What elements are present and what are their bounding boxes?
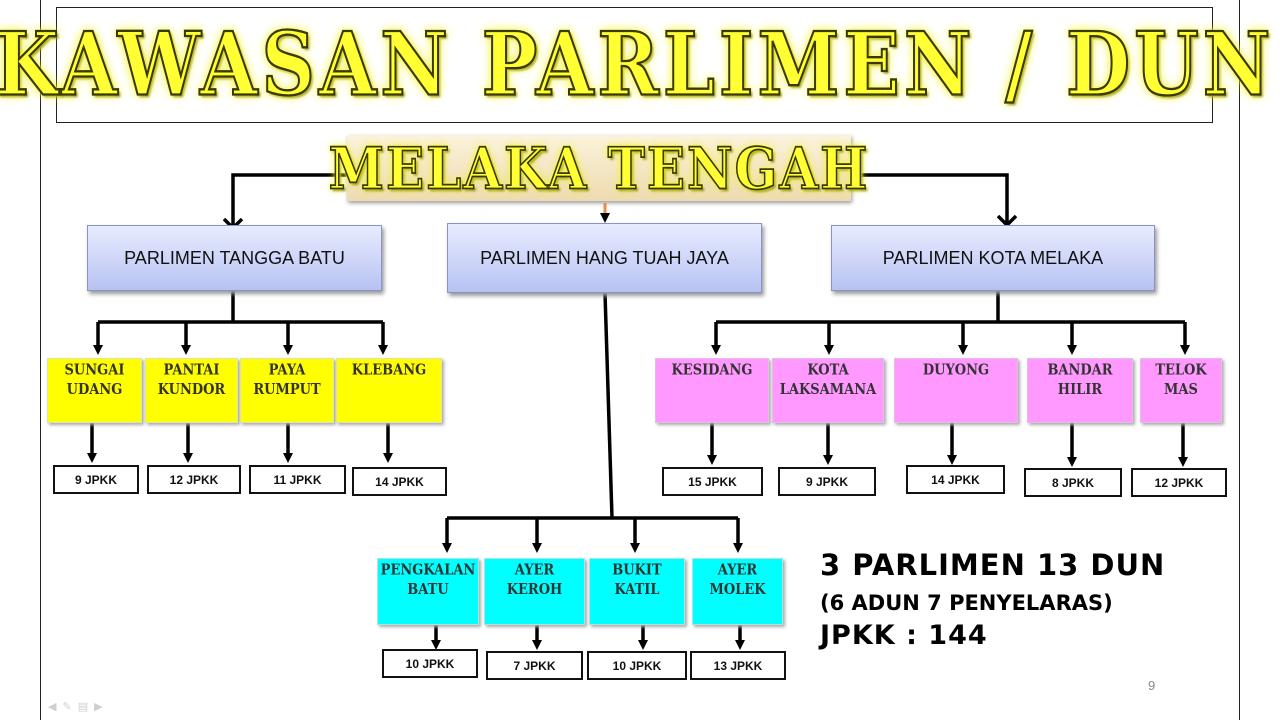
parliament-label: PARLIMEN HANG TUAH JAYA	[480, 248, 729, 268]
dun-label: AYER MOLEK	[709, 561, 766, 599]
dun-ayer-keroh: AYER KEROH	[484, 558, 585, 625]
dun-label: SUNGAI UDANG	[64, 361, 125, 399]
next-arrow-icon[interactable]: ▶	[94, 700, 103, 713]
jpkk-count: 8 JPKK	[1024, 468, 1122, 497]
dun-label: BANDAR HILIR	[1047, 361, 1113, 399]
page-number: 9	[1148, 678, 1156, 693]
page-title: KAWASAN PARLIMEN / DUN	[0, 13, 1275, 117]
summary-parliament-dun: 3 PARLIMEN 13 DUN	[820, 548, 1166, 582]
dun-label: PAYA RUMPUT	[253, 361, 321, 399]
jpkk-count: 10 JPKK	[382, 649, 478, 678]
title-box: KAWASAN PARLIMEN / DUN	[0, 7, 1271, 123]
jpkk-count: 14 JPKK	[906, 465, 1005, 494]
menu-icon[interactable]: ▤	[77, 700, 89, 713]
jpkk-count: 14 JPKK	[352, 467, 447, 496]
jpkk-count: 7 JPKK	[486, 651, 583, 680]
jpkk-count: 11 JPKK	[249, 465, 346, 494]
dun-sungai-udang: SUNGAI UDANG	[47, 358, 142, 423]
dun-ayer-molek: AYER MOLEK	[692, 558, 783, 625]
dun-telok-mas: TELOK MAS	[1140, 358, 1222, 423]
dun-label: AYER KEROH	[506, 561, 563, 599]
pen-icon[interactable]: ✎	[62, 700, 72, 713]
jpkk-count: 15 JPKK	[662, 467, 763, 496]
dun-label: KLEBANG	[351, 361, 427, 380]
jpkk-count: 9 JPKK	[778, 467, 876, 496]
slide-navigation[interactable]: ◀ ✎ ▤ ▶	[48, 700, 103, 713]
dun-bandar-hilir: BANDAR HILIR	[1027, 358, 1133, 423]
dun-label: TELOK MAS	[1155, 361, 1207, 399]
previous-arrow-icon[interactable]: ◀	[48, 700, 57, 713]
summary-jpkk-total: JPKK : 144	[820, 620, 988, 651]
jpkk-count: 12 JPKK	[1131, 468, 1227, 497]
parliament-label: PARLIMEN TANGGA BATU	[124, 248, 345, 268]
dun-label: KESIDANG	[671, 361, 753, 380]
dun-label: DUYONG	[922, 361, 990, 380]
dun-label: KOTA LAKSAMANA	[779, 361, 877, 399]
parliament-kota-melaka: PARLIMEN KOTA MELAKA	[831, 225, 1155, 291]
region-title: MELAKA TENGAH	[328, 133, 870, 203]
jpkk-count: 10 JPKK	[587, 651, 687, 680]
dun-paya-rumput: PAYA RUMPUT	[240, 358, 334, 423]
parliament-label: PARLIMEN KOTA MELAKA	[882, 248, 1104, 268]
dun-label: BUKIT KATIL	[612, 561, 662, 599]
jpkk-count: 13 JPKK	[690, 651, 786, 680]
subtitle-box: MELAKA TENGAH	[328, 133, 868, 203]
parliament-hang-tuah-jaya: PARLIMEN HANG TUAH JAYA	[447, 223, 762, 293]
summary-adun: (6 ADUN 7 PENYELARAS)	[820, 591, 1113, 615]
dun-bukit-katil: BUKIT KATIL	[589, 558, 685, 625]
jpkk-count: 12 JPKK	[147, 465, 241, 494]
dun-pantai-kundor: PANTAI KUNDOR	[145, 358, 238, 423]
parliament-tangga-batu: PARLIMEN TANGGA BATU	[87, 225, 382, 291]
dun-kota-laksamana: KOTA LAKSAMANA	[772, 358, 884, 423]
dun-klebang: KLEBANG	[336, 358, 442, 423]
dun-label: PENGKALAN BATU	[380, 561, 476, 599]
jpkk-count: 9 JPKK	[53, 465, 139, 494]
dun-label: PANTAI KUNDOR	[157, 361, 226, 399]
dun-kesidang: KESIDANG	[655, 358, 769, 423]
dun-duyong: DUYONG	[894, 358, 1018, 423]
dun-pengkalan-batu: PENGKALAN BATU	[377, 558, 479, 625]
